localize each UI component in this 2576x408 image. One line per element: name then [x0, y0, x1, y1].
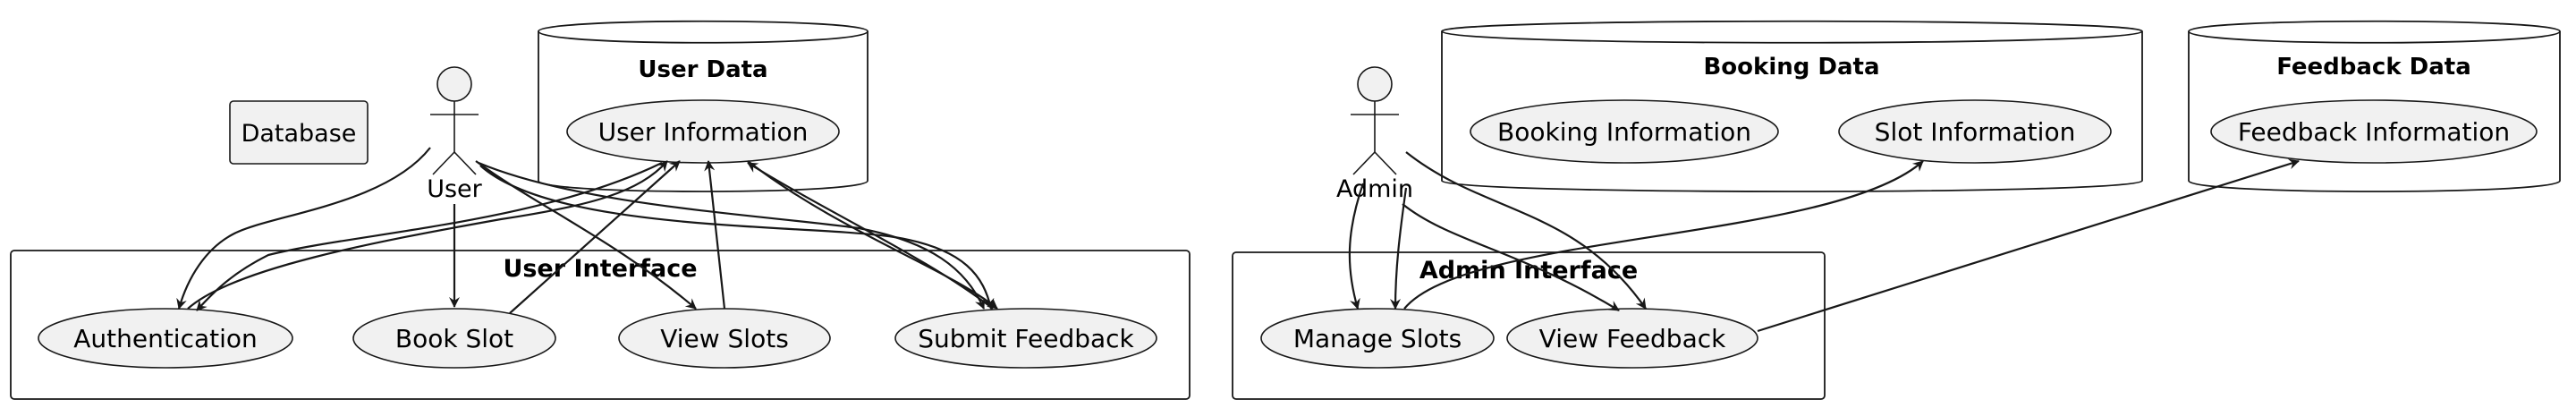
edge-admin-view-feedback: [1402, 203, 1620, 311]
admin-relationships: [1348, 151, 2300, 333]
authentication-label: Authentication: [73, 324, 258, 353]
slot-information-label: Slot Information: [1875, 117, 2076, 147]
booking-information-usecase: [1470, 99, 1779, 164]
view-feedback-usecase: [1506, 308, 1758, 369]
book-slot-label: Book Slot: [395, 324, 513, 353]
submit-feedback-usecase: [894, 308, 1157, 369]
edge-admin-manage-slots: [1348, 183, 1365, 310]
user-actor: User: [427, 66, 483, 203]
manage-slots-usecase: [1260, 308, 1495, 369]
feedback-information-usecase: [2210, 99, 2538, 164]
user-relationships: [176, 147, 998, 314]
edge-authentication-user-information: [187, 160, 668, 310]
database-component-label: Database: [242, 120, 357, 148]
admin-interface-package: Admin Interface Manage Slots View Feedba…: [1232, 251, 1826, 400]
feedback-data-database: Feedback Data Feedback Information: [2188, 20, 2561, 192]
submit-feedback-label: Submit Feedback: [918, 324, 1134, 353]
edge-user-view-slots: [475, 160, 697, 310]
edge-user-information-submit-feedback: [747, 160, 998, 310]
edge-view-slots-user-information: [704, 160, 726, 310]
user-information-label: User Information: [598, 117, 809, 147]
user-interface-package: User Interface Authentication Book Slot …: [10, 250, 1191, 400]
view-feedback-label: View Feedback: [1539, 324, 1726, 353]
admin-interface-label: Admin Interface: [1419, 257, 1638, 285]
user-actor-label: User: [427, 175, 482, 203]
feedback-information-label: Feedback Information: [2238, 117, 2510, 147]
edge-view-feedback-feedback-information: [1757, 158, 2300, 333]
admin-actor-label: Admin: [1336, 175, 1413, 203]
booking-information-label: Booking Information: [1497, 117, 1751, 147]
booking-data-label: Booking Data: [1703, 54, 1879, 81]
slot-information-usecase: [1838, 99, 2112, 164]
user-data-label: User Data: [638, 56, 767, 83]
edge-admin-manage-slots-2: [1390, 187, 1408, 310]
user-interface-label: User Interface: [503, 255, 697, 283]
edge-user-submit-feedback: [479, 165, 995, 310]
manage-slots-label: Manage Slots: [1293, 324, 1462, 353]
book-slot-usecase: [352, 308, 556, 369]
edge-user-submit-feedback-2: [478, 161, 986, 310]
feedback-data-label: Feedback Data: [2276, 54, 2471, 81]
user-data-database: User Data User Information: [538, 20, 869, 192]
user-information-usecase: [566, 99, 840, 164]
edge-user-information-authentication: [196, 162, 663, 311]
edge-submit-feedback-user-information: [747, 162, 994, 310]
admin-actor: Admin: [1336, 66, 1413, 203]
view-slots-label: View Slots: [660, 324, 789, 353]
authentication-usecase: [38, 308, 293, 369]
edge-user-authentication: [176, 147, 431, 310]
edge-manage-slots-slot-information: [1403, 160, 1924, 310]
database-component: Database: [229, 100, 369, 165]
booking-data-database: Booking Data Booking Information Slot In…: [1441, 20, 2143, 192]
edge-admin-view-feedback-2: [1405, 151, 1647, 310]
